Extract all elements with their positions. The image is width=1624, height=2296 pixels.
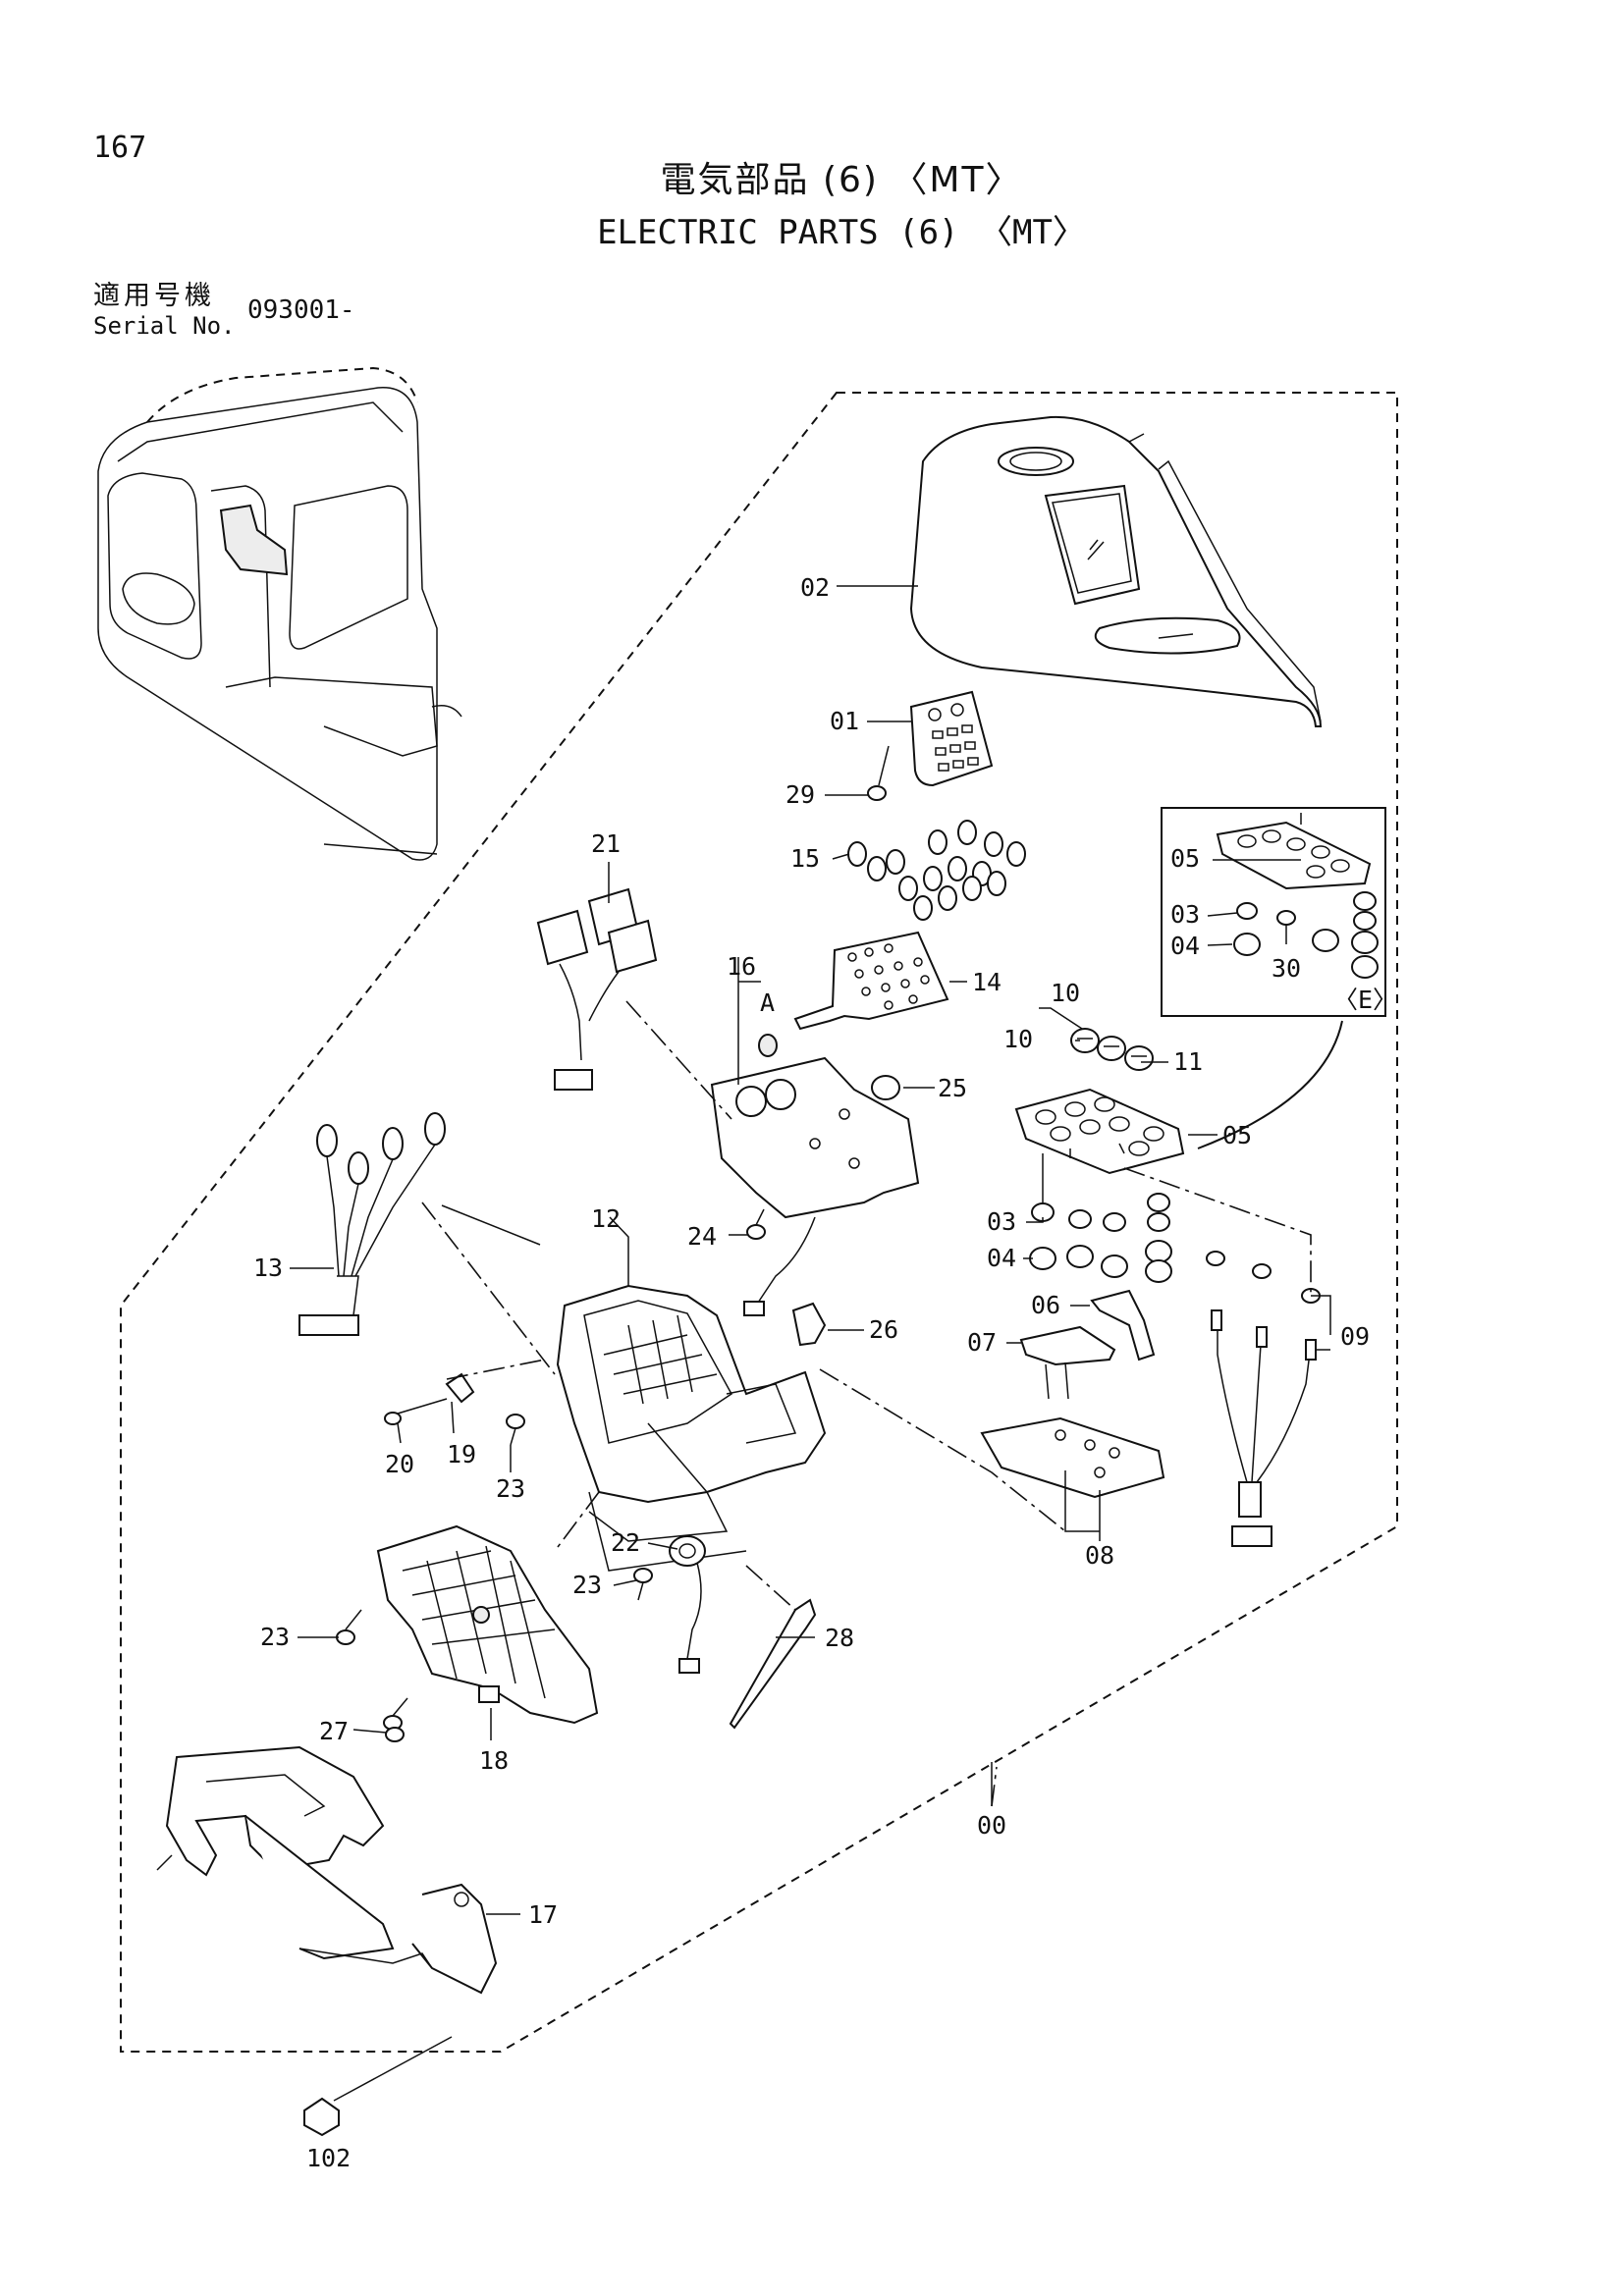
assembly-boundary	[120, 392, 1398, 2053]
callout-11: 11	[1173, 1047, 1203, 1076]
relay-harness-part	[536, 887, 658, 1091]
callout-21: 21	[591, 829, 621, 858]
knob-switch-assembly	[980, 1028, 1321, 1547]
callout-08: 08	[1085, 1541, 1114, 1570]
bulb-harness-part	[298, 1112, 446, 1336]
callout-28: 28	[825, 1624, 854, 1652]
callout-17: 17	[528, 1900, 558, 1929]
clip-screw-part	[384, 1372, 475, 1425]
console-cover-part	[909, 415, 1323, 727]
keypad-panel-part	[867, 690, 994, 801]
callout-07: 07	[967, 1328, 997, 1357]
switch-22-part	[669, 1535, 706, 1674]
callout-05a: 05	[1170, 844, 1200, 873]
callout-22: 22	[611, 1528, 640, 1557]
callout-10b: 10	[1003, 1025, 1033, 1053]
switch-board-part	[710, 1034, 920, 1316]
page-title-english: ELECTRIC PARTS (6) 〈MT〉	[597, 213, 1086, 252]
callout-04b: 04	[987, 1244, 1016, 1272]
callout-16: 16	[727, 952, 756, 981]
page-title-japanese: 電気部品 (6) 〈MT〉	[660, 160, 1023, 200]
page-number: 167	[93, 131, 147, 165]
serial-label-english: Serial No.	[93, 312, 236, 340]
console-body-part	[556, 1284, 827, 1572]
bolt-102-part	[303, 2036, 453, 2137]
callout-29: 29	[785, 780, 815, 809]
callout-02: 02	[800, 573, 830, 602]
serial-number-value: 093001-	[247, 295, 355, 325]
callout-00: 00	[977, 1811, 1006, 1840]
bulb-cluster-part	[847, 820, 1026, 921]
callout-13: 13	[253, 1254, 283, 1282]
callout-12: 12	[591, 1204, 621, 1233]
callout-15: 15	[790, 844, 820, 873]
detail-view-box	[1161, 807, 1386, 1017]
callout-09: 09	[1340, 1322, 1370, 1351]
callout-01: 01	[830, 707, 859, 735]
callout-18: 18	[479, 1746, 509, 1775]
callout-24: 24	[687, 1222, 717, 1251]
lower-cover-part	[376, 1524, 599, 1725]
callout-26: 26	[869, 1315, 898, 1344]
tie-band-part	[729, 1598, 817, 1730]
callout-10a: 10	[1051, 979, 1080, 1007]
callout-30: 30	[1272, 954, 1301, 983]
circuit-sheet-part	[793, 931, 949, 1031]
callout-19: 19	[447, 1440, 476, 1468]
callout-102: 102	[306, 2144, 351, 2172]
bracket-part	[156, 1745, 498, 1995]
callout-03b: 03	[987, 1207, 1016, 1236]
connector-26-part	[791, 1302, 827, 1347]
cab-location-sketch	[97, 366, 462, 861]
detail-leader-curve	[1197, 1020, 1343, 1149]
callout-14: 14	[972, 968, 1001, 996]
callout-labels: 02 01 29 15 21 16 14 A 25 24 12 13 26 20…	[253, 573, 1397, 2172]
callout-23c: 23	[260, 1623, 290, 1651]
callout-27: 27	[319, 1717, 349, 1745]
assembly-leader-lines	[421, 1000, 1312, 1807]
callout-04a: 04	[1170, 932, 1200, 960]
callout-05b: 05	[1222, 1121, 1252, 1149]
screw-27-part	[385, 1727, 405, 1742]
screws-23-part	[336, 1208, 766, 1731]
callout-25: 25	[938, 1074, 967, 1102]
callout-23b: 23	[572, 1571, 602, 1599]
serial-label-japanese: 適用号機	[93, 281, 215, 311]
callout-03a: 03	[1170, 900, 1200, 929]
callout-A: A	[760, 988, 775, 1017]
callout-06: 06	[1031, 1291, 1060, 1319]
detail-view-label: 〈E〉	[1333, 986, 1397, 1014]
callout-23a: 23	[496, 1474, 525, 1503]
leader-lines	[290, 585, 1331, 1915]
callout-20: 20	[385, 1450, 414, 1478]
